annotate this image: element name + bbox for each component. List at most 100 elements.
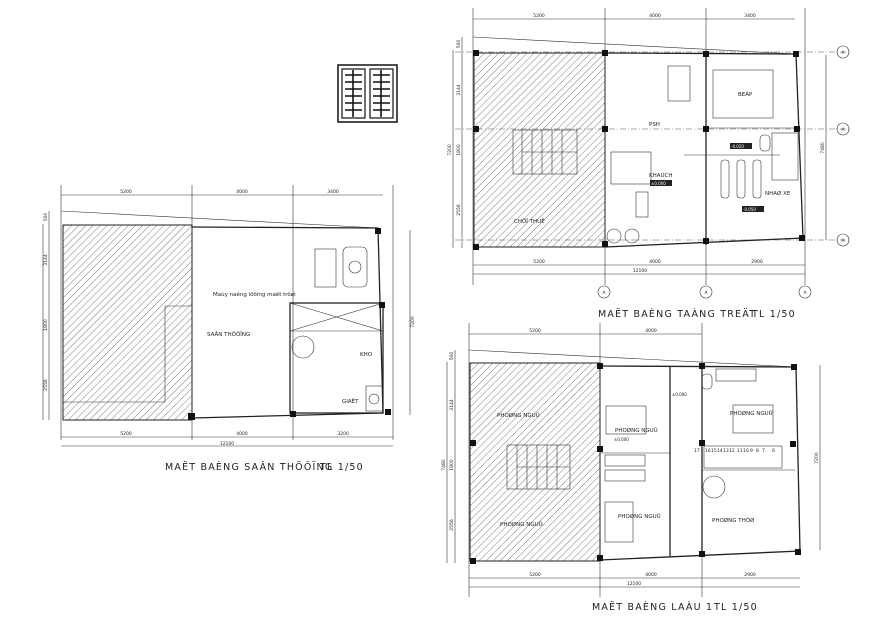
dim-top-1: 5200 <box>120 189 132 195</box>
plan-title: MAËT BAÈNG TAÀNG TREÄT <box>598 308 756 320</box>
room-label-guest: KHAÙCH <box>649 172 673 179</box>
dim-left-1: 500 <box>449 352 455 361</box>
room-label-worship: PHOØNG THÔØ <box>712 517 755 524</box>
svg-text:6: 6 <box>772 448 775 454</box>
dim-top-2: 4000 <box>645 328 657 334</box>
bed-icon <box>605 405 647 435</box>
stair-icon <box>771 132 799 181</box>
dimension-lines <box>42 185 411 447</box>
dim-bottom-1: 5200 <box>120 431 132 437</box>
toilet-icon <box>759 134 771 152</box>
dim-bottom-1: 5200 <box>529 572 541 578</box>
dim-bottom-3: 2900 <box>751 259 763 265</box>
level-marker: -0.050 <box>743 207 756 212</box>
grid-bubbles: A A A A A A <box>597 45 850 299</box>
gate-elevation-icon <box>337 64 398 123</box>
dim-left-1: 500 <box>456 40 462 49</box>
motorbike-icons <box>720 159 762 199</box>
dim-left-3: 1800 <box>449 459 455 471</box>
spiral-stair-icon <box>702 475 726 499</box>
svg-text:A: A <box>841 127 845 133</box>
room-label-living: PSH <box>649 122 660 128</box>
plan-title: MAËT BAÈNG SAÂN THÖÔÏNG <box>165 461 333 473</box>
dining-table-icon <box>667 65 691 102</box>
dim-left-total: 7480 <box>441 459 447 471</box>
level-marker: ±0.000 <box>651 181 666 186</box>
room-label-bedroom: PHOØNG NGUÛ <box>615 427 658 434</box>
washing-machine-icon <box>365 385 384 412</box>
plan-scale: TL 1/50 <box>319 462 364 473</box>
sofa-icon <box>610 151 652 185</box>
stair-step-numbers: 17 16 15 14 13 12 11 10 9 8 7 6 <box>694 448 775 454</box>
dim-total: 12100 <box>220 441 234 447</box>
toilet-icon <box>701 373 713 390</box>
dim-left-4: 2556 <box>449 519 455 531</box>
svg-text:9: 9 <box>750 448 753 454</box>
dim-bottom-2: 4000 <box>236 431 248 437</box>
kitchen-counter-icon <box>712 69 774 119</box>
level-marker: ±0.000 <box>672 392 687 397</box>
room-label-bedroom: PHOØNG NGUÛ <box>497 412 540 419</box>
dim-left-2: 3144 <box>456 84 462 96</box>
dim-right: 7200 <box>410 316 416 328</box>
hatched-void-area <box>469 362 601 562</box>
bed-icon <box>604 501 634 543</box>
plant-icon <box>606 228 622 244</box>
plan-roof-terrace: 5200 4000 3400 5200 4000 3200 12100 500 … <box>42 185 416 473</box>
level-marker: ±0.000 <box>614 437 629 442</box>
svg-text:A: A <box>602 290 606 296</box>
dim-left-4: 2556 <box>456 204 462 216</box>
plan-first-floor: 5200 4000 5200 4000 2900 12100 500 3144 … <box>441 323 821 613</box>
dim-left-1: 500 <box>43 213 49 222</box>
dim-bottom-1: 5200 <box>533 259 545 265</box>
dim-bottom-2: 4000 <box>645 572 657 578</box>
room-label-laundry: GIAËT <box>342 398 359 405</box>
room-label-bedroom: PHOØNG NGUÛ <box>500 521 543 528</box>
svg-text:13: 13 <box>723 448 729 454</box>
svg-text:A: A <box>841 50 845 56</box>
hatched-void-area <box>473 52 606 248</box>
dim-right: 7480 <box>820 142 826 154</box>
dim-bottom-2: 4000 <box>649 259 661 265</box>
dim-top-1: 5200 <box>529 328 541 334</box>
svg-text:16: 16 <box>705 448 711 454</box>
dim-left-3: 1800 <box>456 144 462 156</box>
dim-left-2: 3144 <box>449 399 455 411</box>
dim-left-3: 1800 <box>43 319 49 331</box>
level-marker: -0.020 <box>731 144 744 149</box>
room-label-terrace: SAÂN THÖÔÏNG <box>207 331 250 338</box>
stair-icon <box>703 445 783 469</box>
dim-top-3: 3400 <box>327 189 339 195</box>
dim-bottom-3: 3200 <box>337 431 349 437</box>
plan-scale: TL 1/50 <box>713 602 758 613</box>
hatched-void-area <box>62 224 193 421</box>
dim-top-1: 5200 <box>533 13 545 19</box>
svg-text:A: A <box>803 290 807 296</box>
dim-right: 7200 <box>814 452 820 464</box>
bed-icon <box>732 404 774 434</box>
dim-left-2: 3144 <box>43 254 49 266</box>
svg-text:7: 7 <box>762 448 765 454</box>
room-label-bedroom: PHOØNG NGUÛ <box>618 513 661 520</box>
svg-text:10: 10 <box>743 448 749 454</box>
svg-text:A: A <box>841 238 845 244</box>
svg-text:14: 14 <box>717 448 723 454</box>
room-label-kitchen: BEÁP <box>738 91 753 98</box>
svg-text:11: 11 <box>737 448 743 454</box>
svg-text:12: 12 <box>729 448 735 454</box>
dim-bottom-3: 2900 <box>744 572 756 578</box>
svg-text:15: 15 <box>711 448 717 454</box>
svg-text:17: 17 <box>694 448 700 454</box>
dim-total: 12100 <box>627 581 641 587</box>
dim-top-2: 4000 <box>236 189 248 195</box>
plan-title: MAËT BAÈNG LAÀU 1 <box>592 601 713 613</box>
svg-text:8: 8 <box>756 448 759 454</box>
room-label-rental: CHÔÏ THUÊ <box>514 217 545 225</box>
room-label-bedroom: PHOØNG NGUÛ <box>730 410 773 417</box>
plan-ground-floor: 5200 4000 3400 5200 4000 2900 12100 500 … <box>447 8 850 320</box>
dim-top-3: 3400 <box>744 13 756 19</box>
dim-total: 12100 <box>633 268 647 274</box>
dim-left-total: 7200 <box>447 144 453 156</box>
svg-text:A: A <box>704 290 708 296</box>
